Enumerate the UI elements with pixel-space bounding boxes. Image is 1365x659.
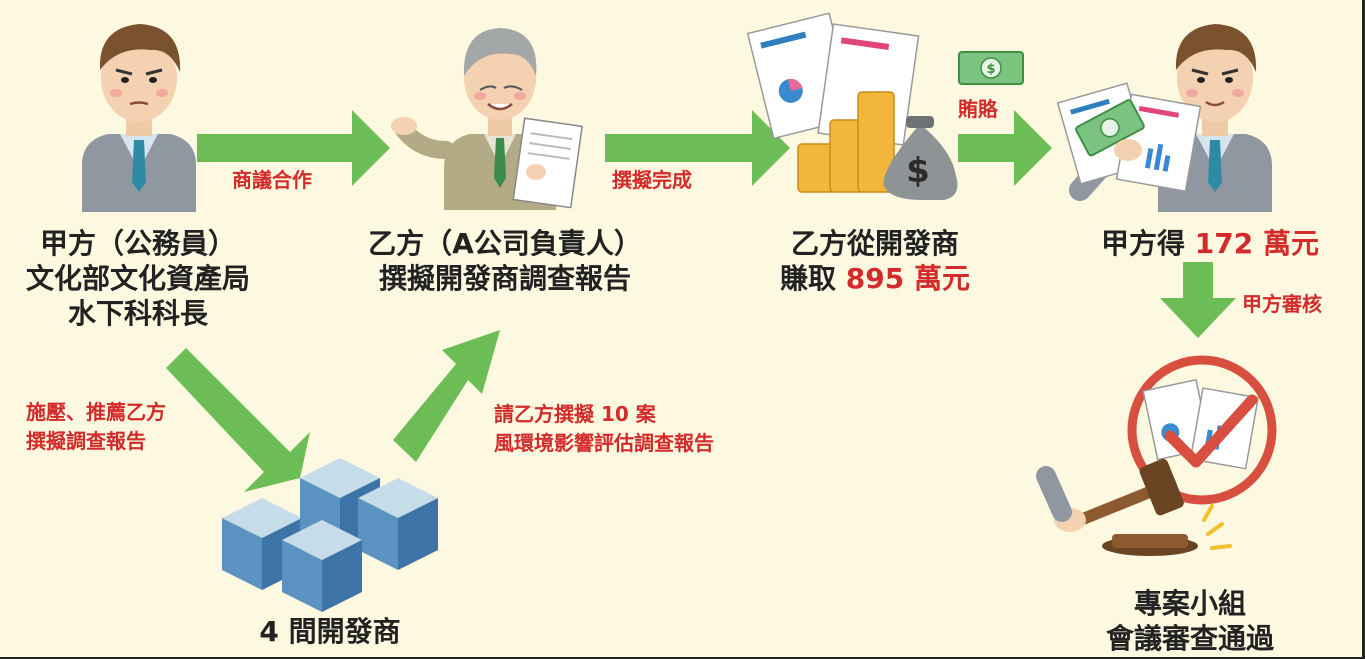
label-request: 請乙方撰擬 10 案 風環境影響評估調查報告 xyxy=(494,400,714,458)
party-a-label: 甲方（公務員） 文化部文化資產局 水下科科長 xyxy=(0,226,276,331)
party-a-line2: 文化部文化資產局 xyxy=(25,262,250,295)
bribe-result-label: 甲方得 172 萬元 xyxy=(1060,226,1360,261)
earnings-label: 乙方從開發商 賺取 895 萬元 xyxy=(760,226,990,296)
review-line1: 專案小組 xyxy=(1133,587,1246,620)
arrow-complete xyxy=(605,110,790,186)
review-label: 專案小組 會議審查通過 xyxy=(1050,586,1330,656)
buildings-icon xyxy=(222,458,438,612)
official-icon xyxy=(82,24,196,212)
svg-text:$: $ xyxy=(986,62,995,77)
official-with-money-icon xyxy=(1056,24,1272,212)
party-a-line3: 水下科科長 xyxy=(67,297,208,330)
label-bribe: 賄賂 xyxy=(958,97,998,121)
developers-text: 4 間開發商 xyxy=(259,615,401,648)
label-a-review: 甲方審核 xyxy=(1242,292,1322,316)
party-b-label: 乙方（A公司負責人） 撰擬開發商調查報告 xyxy=(340,226,670,296)
bribe-result-prefix: 甲方得 xyxy=(1101,227,1186,260)
arrow-negotiate xyxy=(197,110,390,186)
review-line2: 會議審查通過 xyxy=(1105,622,1274,655)
label-pressure-line2: 撰擬調查報告 xyxy=(26,429,146,453)
earnings-prefix: 賺取 xyxy=(780,262,837,295)
cash-icon: $ xyxy=(958,51,1024,85)
frame-bottom xyxy=(0,657,1365,659)
label-complete: 撰擬完成 xyxy=(612,168,692,192)
arrow-pressure xyxy=(166,348,310,492)
money-bag-icon: $ xyxy=(746,12,958,200)
label-request-line1: 請乙方撰擬 10 案 xyxy=(494,402,656,426)
party-b-line1: 乙方（A公司負責人） xyxy=(368,227,642,260)
developers-label: 4 間開發商 xyxy=(220,614,440,649)
bribe-result-amount: 172 萬元 xyxy=(1194,227,1319,260)
earnings-line1: 乙方從開發商 xyxy=(790,227,959,260)
party-b-line2: 撰擬開發商調查報告 xyxy=(378,262,631,295)
arrow-request xyxy=(393,330,500,462)
label-request-line2: 風環境影響評估調查報告 xyxy=(494,431,714,455)
label-negotiate: 商議合作 xyxy=(232,168,312,192)
approval-gavel-icon xyxy=(1036,355,1277,556)
consultant-icon xyxy=(391,28,583,210)
party-a-line1: 甲方（公務員） xyxy=(39,227,236,260)
earnings-amount: 895 萬元 xyxy=(845,262,970,295)
frame-right xyxy=(1362,0,1365,659)
arrow-review xyxy=(1160,262,1236,338)
svg-text:$: $ xyxy=(906,151,930,191)
earnings-line2: 賺取 895 萬元 xyxy=(760,261,990,296)
label-pressure: 施壓、推薦乙方 撰擬調查報告 xyxy=(26,398,166,456)
label-pressure-line1: 施壓、推薦乙方 xyxy=(26,400,166,424)
arrow-bribe xyxy=(958,110,1052,186)
